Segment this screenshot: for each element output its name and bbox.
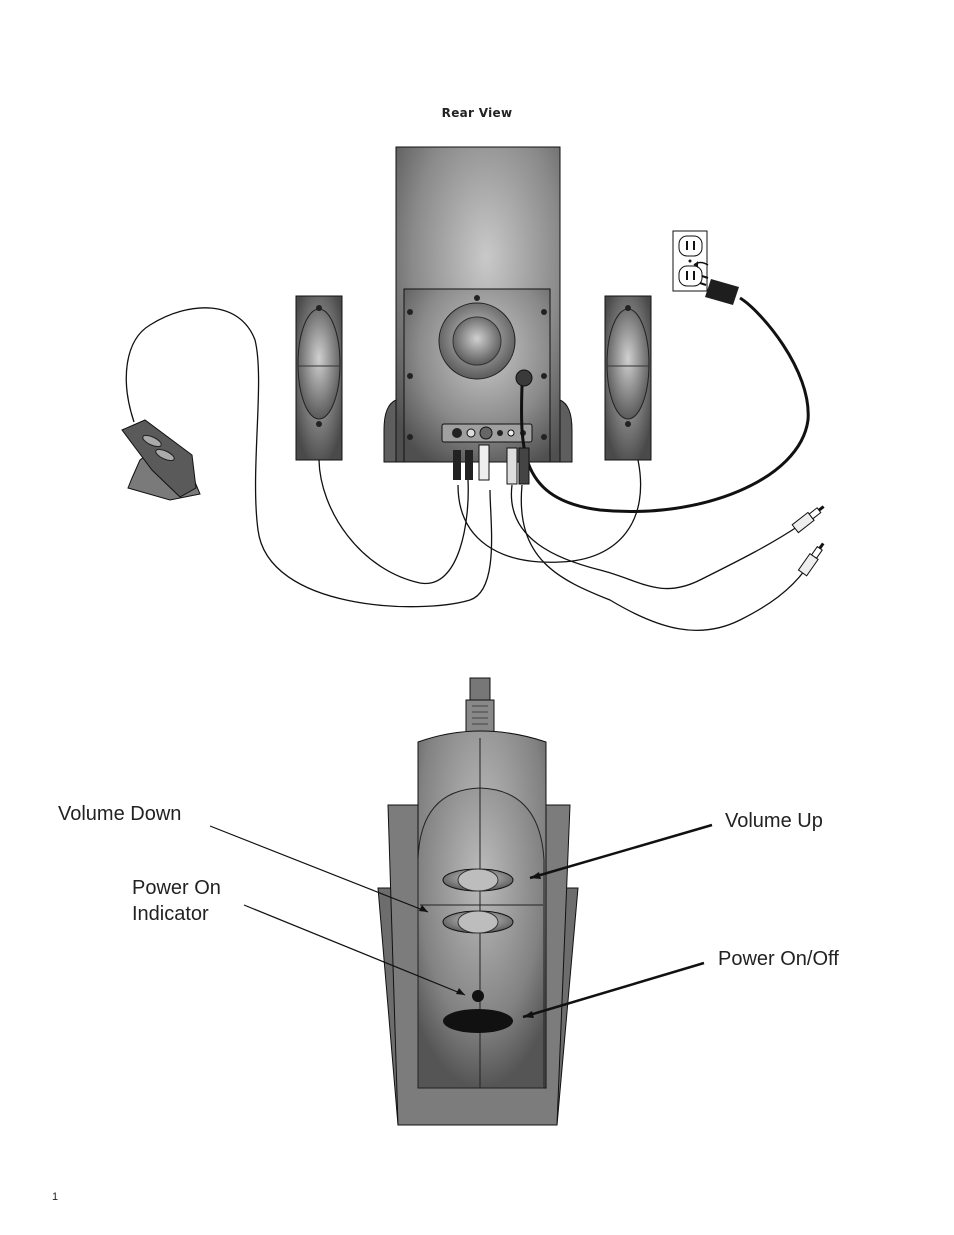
remote-control: [377, 677, 579, 1126]
volume-down-label: Volume Down: [58, 803, 182, 825]
volume-up-label: Volume Up: [725, 810, 823, 832]
page-number: 1: [52, 1191, 59, 1203]
sub-plugs: [453, 444, 530, 485]
power-on-indicator-label-line2: Indicator: [132, 903, 209, 925]
power-button: [443, 1009, 513, 1033]
input-jacks: [791, 505, 825, 577]
right-speaker: [604, 295, 652, 461]
left-speaker: [295, 295, 343, 461]
power-on-indicator-label: Power On Indicator: [132, 875, 221, 927]
power-on-off-label: Power On/Off: [718, 948, 839, 970]
power-on-indicator: [472, 990, 484, 1002]
power-plug: [693, 261, 739, 305]
small-remote: [121, 419, 201, 501]
subwoofer: [383, 146, 573, 463]
power-on-indicator-label-line1: Power On: [132, 877, 221, 899]
cables: [125, 307, 806, 631]
wall-outlet: [672, 230, 708, 292]
power-cord: [519, 296, 810, 514]
callout-lines: [209, 823, 713, 1019]
rear-view-title: Rear View: [441, 106, 513, 120]
